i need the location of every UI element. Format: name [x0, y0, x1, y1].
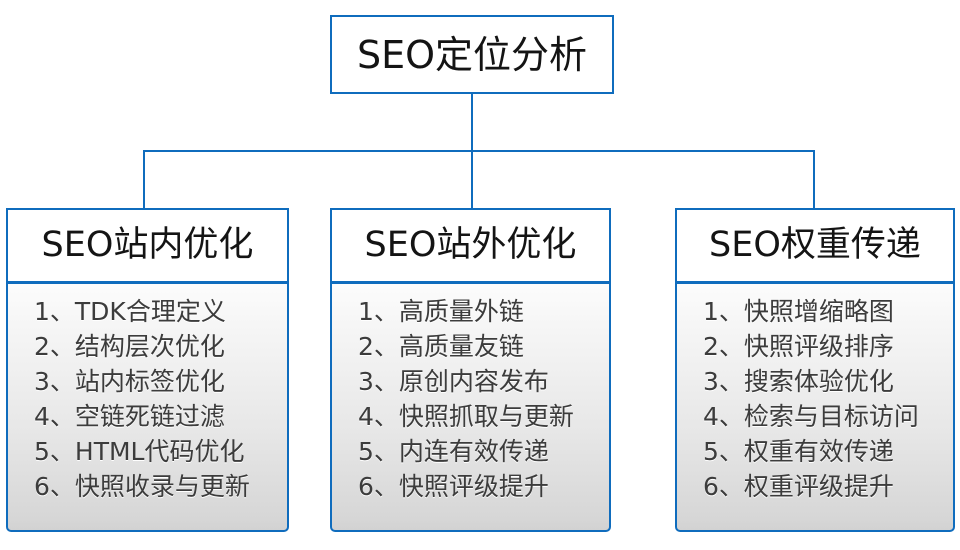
list-item: 3、搜索体验优化 [703, 367, 894, 396]
node-branch-2-title: SEO站外优化 [364, 225, 577, 265]
list-item: 1、高质量外链 [358, 297, 524, 326]
branch-column-3: SEO权重传递 1、快照增缩略图 2、快照评级排序 3、搜索体验优化 4、检索与… [675, 208, 955, 532]
list-item: 5、权重有效传递 [703, 437, 894, 466]
node-branch-1[interactable]: SEO站内优化 [6, 208, 289, 283]
list-item: 2、高质量友链 [358, 332, 524, 361]
list-item: 4、空链死链过滤 [34, 402, 225, 431]
list-item: 4、检索与目标访问 [703, 402, 919, 431]
list-item: 3、原创内容发布 [358, 367, 549, 396]
list-item: 5、内连有效传递 [358, 437, 549, 466]
branch-3-item-list: 1、快照增缩略图 2、快照评级排序 3、搜索体验优化 4、检索与目标访问 5、权… [703, 294, 953, 504]
connector-drop-branch-3 [813, 150, 815, 208]
connector-drop-branch-1 [143, 150, 145, 208]
list-item: 2、快照评级排序 [703, 332, 894, 361]
connector-horizontal-bus [143, 150, 815, 152]
connector-drop-branch-2 [471, 150, 473, 208]
list-item: 4、快照抓取与更新 [358, 402, 574, 431]
node-branch-3-title: SEO权重传递 [709, 225, 921, 265]
list-item: 1、TDK合理定义 [34, 297, 226, 326]
node-root[interactable]: SEO定位分析 [330, 15, 614, 94]
branch-3-item-panel: 1、快照增缩略图 2、快照评级排序 3、搜索体验优化 4、检索与目标访问 5、权… [675, 283, 955, 532]
branch-column-1: SEO站内优化 1、TDK合理定义 2、结构层次优化 3、站内标签优化 4、空链… [6, 208, 289, 532]
node-root-title: SEO定位分析 [356, 32, 588, 77]
branch-column-2: SEO站外优化 1、高质量外链 2、高质量友链 3、原创内容发布 4、快照抓取与… [330, 208, 611, 532]
list-item: 2、结构层次优化 [34, 332, 225, 361]
list-item: 6、快照评级提升 [358, 472, 549, 501]
list-item: 1、快照增缩略图 [703, 297, 894, 326]
branch-2-item-list: 1、高质量外链 2、高质量友链 3、原创内容发布 4、快照抓取与更新 5、内连有… [358, 294, 609, 504]
branch-1-item-panel: 1、TDK合理定义 2、结构层次优化 3、站内标签优化 4、空链死链过滤 5、H… [6, 283, 289, 532]
connector-root-stem [471, 94, 473, 151]
branch-1-item-list: 1、TDK合理定义 2、结构层次优化 3、站内标签优化 4、空链死链过滤 5、H… [34, 294, 287, 504]
list-item: 5、HTML代码优化 [34, 437, 245, 466]
node-branch-2[interactable]: SEO站外优化 [330, 208, 611, 283]
list-item: 6、权重评级提升 [703, 472, 894, 501]
branch-2-item-panel: 1、高质量外链 2、高质量友链 3、原创内容发布 4、快照抓取与更新 5、内连有… [330, 283, 611, 532]
list-item: 3、站内标签优化 [34, 367, 225, 396]
node-branch-3[interactable]: SEO权重传递 [675, 208, 955, 283]
list-item: 6、快照收录与更新 [34, 472, 250, 501]
node-branch-1-title: SEO站内优化 [41, 225, 254, 265]
